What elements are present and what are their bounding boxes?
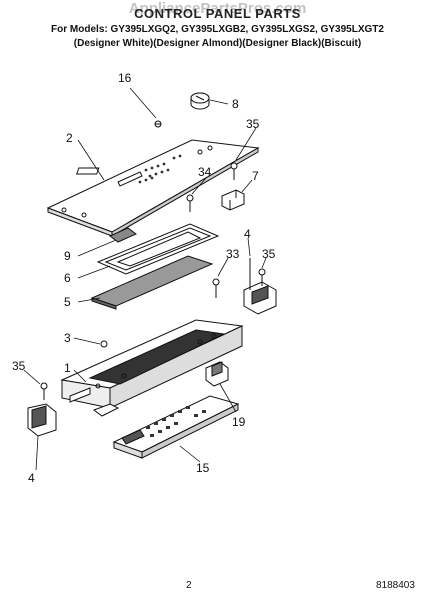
part-endcap-right bbox=[243, 258, 277, 315]
callout-33: 33 bbox=[226, 247, 240, 261]
diagram-title: CONTROL PANEL PARTS bbox=[134, 6, 301, 21]
watermark: AppliancePartsPros.com bbox=[128, 0, 307, 17]
callout-3: 3 bbox=[64, 331, 71, 345]
part-board-15 bbox=[112, 395, 240, 459]
document-number: 8188403 bbox=[376, 580, 415, 591]
callout-19: 19 bbox=[232, 415, 246, 429]
callout-1: 1 bbox=[64, 361, 71, 375]
callout-6: 6 bbox=[64, 271, 71, 285]
part-screw-33 bbox=[212, 278, 220, 298]
part-screw-35a bbox=[230, 162, 238, 180]
part-control-panel bbox=[46, 139, 260, 237]
callout-5: 5 bbox=[64, 295, 71, 309]
callout-9: 9 bbox=[64, 249, 71, 263]
callout-8: 8 bbox=[232, 97, 239, 111]
callout-2: 2 bbox=[66, 131, 73, 145]
callout-4: 4 bbox=[244, 227, 251, 241]
page-number: 2 bbox=[186, 580, 192, 591]
part-screw-16 bbox=[154, 120, 162, 128]
part-housing-1 bbox=[60, 319, 244, 417]
part-gasket-6 bbox=[96, 223, 220, 275]
part-bracket-7 bbox=[221, 189, 245, 211]
model-list: For Models: GY395LXGQ2, GY395LXGB2, GY39… bbox=[51, 24, 384, 35]
callout-35: 35 bbox=[12, 359, 26, 373]
part-switch-19 bbox=[205, 361, 229, 387]
color-variants: (Designer White)(Designer Almond)(Design… bbox=[73, 38, 362, 49]
part-knob bbox=[190, 92, 210, 110]
callout-15: 15 bbox=[196, 461, 210, 475]
part-screw-34 bbox=[186, 194, 194, 212]
part-endcap-left bbox=[27, 382, 57, 437]
callout-4: 4 bbox=[28, 471, 35, 485]
callout-34: 34 bbox=[198, 165, 212, 179]
callout-16: 16 bbox=[118, 71, 132, 85]
callout-35: 35 bbox=[262, 247, 276, 261]
part-lens-5 bbox=[90, 255, 214, 310]
callout-7: 7 bbox=[252, 169, 259, 183]
callout-35: 35 bbox=[246, 117, 260, 131]
part-screw-3 bbox=[100, 340, 108, 348]
